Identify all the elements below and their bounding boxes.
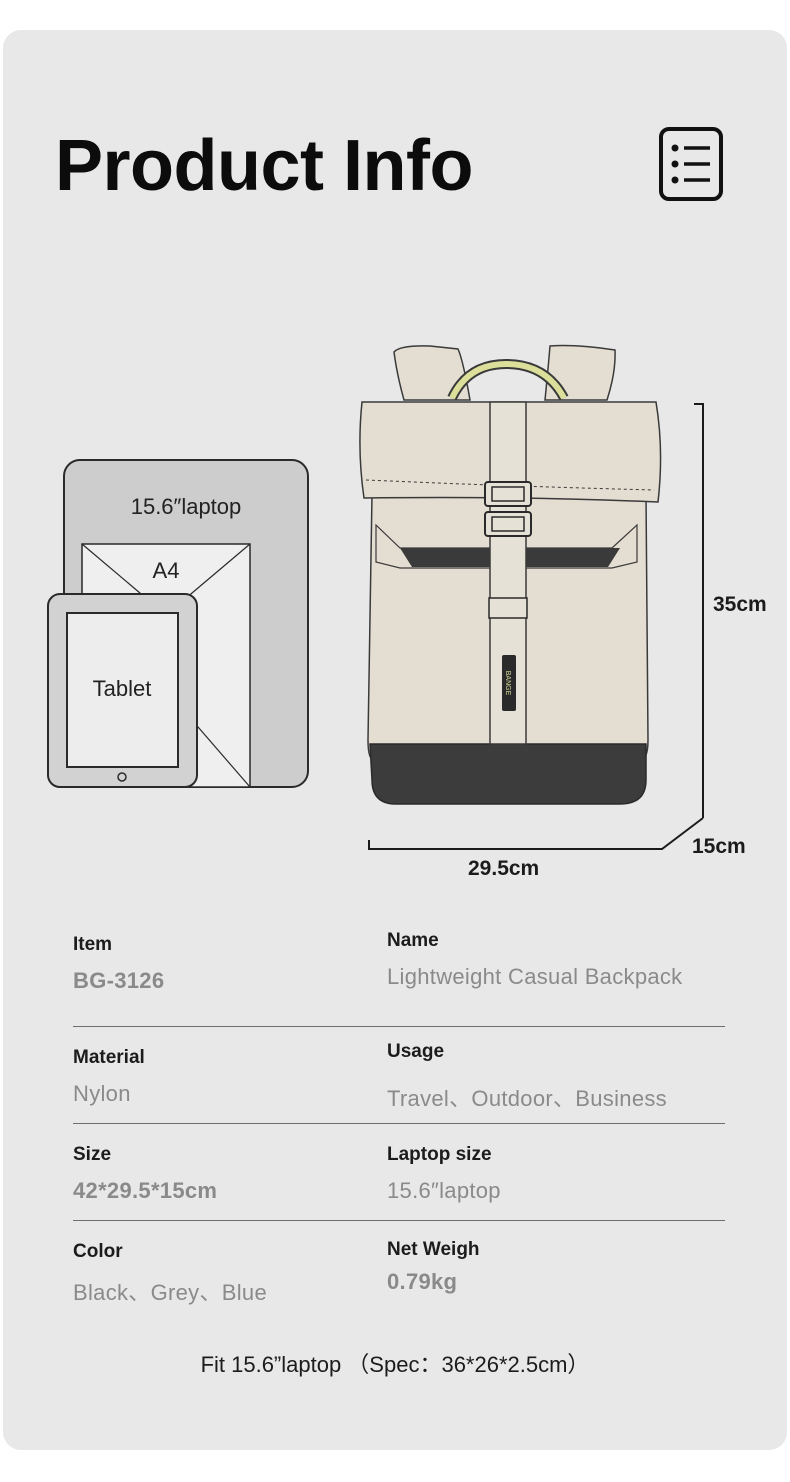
spec-item: Item BG-3126 [73, 930, 164, 994]
tablet-outline: Tablet [47, 593, 198, 788]
backpack-drawing: BANGE [359, 344, 662, 805]
size-comparison-illustration: 15.6″laptop A4 Tablet [47, 344, 704, 850]
spec-name: Name Lightweight Casual Backpack [387, 930, 683, 990]
spec-value: 15.6″laptop [387, 1178, 501, 1203]
spec-row: Item BG-3126 Name Lightweight Casual Bac… [73, 930, 725, 1027]
spec-material: Material Nylon [73, 1027, 145, 1107]
spec-value: Nylon [73, 1081, 131, 1106]
spec-label: Usage [387, 1041, 445, 1062]
spec-net-weight: Net Weigh 0.79kg [387, 1221, 480, 1295]
spec-value: Black、Grey、Blue [73, 1280, 268, 1305]
width-dimension: 29.5cm [468, 857, 540, 880]
spec-row: Material Nylon Usage Travel、Outdoor、Busi… [73, 1027, 725, 1124]
spec-label: Color [73, 1241, 123, 1262]
list-icon [659, 127, 723, 201]
spec-value: Lightweight Casual Backpack [387, 964, 683, 989]
spec-label: Material [73, 1047, 145, 1068]
spec-label: Size [73, 1144, 112, 1165]
spec-label: Name [387, 930, 439, 951]
brand-tag: BANGE [504, 671, 511, 696]
spec-row: Size 42*29.5*15cm Laptop size 15.6″lapto… [73, 1124, 725, 1221]
spec-label: Net Weigh [387, 1239, 480, 1260]
depth-dimension: 15cm [692, 835, 746, 858]
spec-value: BG-3126 [73, 968, 165, 993]
spec-usage: Usage Travel、Outdoor、Business [387, 1027, 667, 1113]
fit-laptop-note: Fit 15.6”laptop （Spec：36*26*2.5cm） [200, 1352, 590, 1377]
height-dimension: 35cm [713, 593, 767, 616]
specs-table: Item BG-3126 Name Lightweight Casual Bac… [73, 930, 725, 1317]
spec-value: 0.79kg [387, 1269, 458, 1294]
a4-label: A4 [153, 558, 180, 583]
spec-laptop-size: Laptop size 15.6″laptop [387, 1124, 501, 1204]
page-title: Product Info [55, 126, 473, 206]
laptop-label: 15.6″laptop [131, 494, 242, 519]
spec-color: Color Black、Grey、Blue [73, 1221, 267, 1307]
spec-label: Laptop size [387, 1144, 492, 1165]
spec-label: Item [73, 934, 113, 955]
tablet-label: Tablet [93, 676, 152, 701]
spec-row: Color Black、Grey、Blue Net Weigh 0.79kg [73, 1221, 725, 1317]
dimension-lines [368, 403, 704, 850]
spec-value: 42*29.5*15cm [73, 1178, 218, 1203]
spec-value: Travel、Outdoor、Business [387, 1086, 667, 1111]
spec-size: Size 42*29.5*15cm [73, 1124, 217, 1204]
